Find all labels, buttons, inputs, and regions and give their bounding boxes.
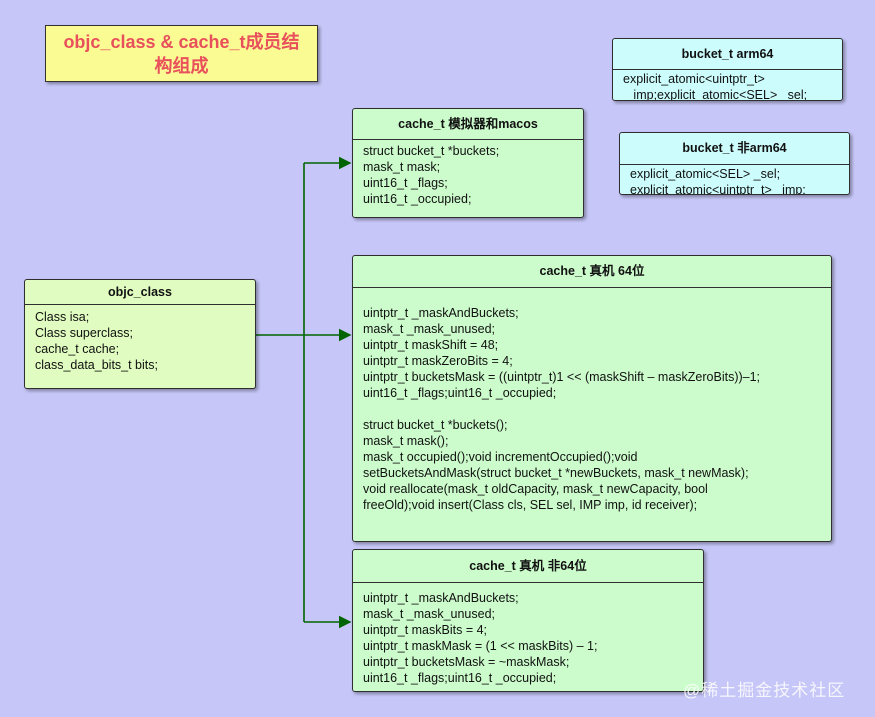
member-line: freeOld);void insert(Class cls, SEL sel,…	[363, 498, 698, 512]
watermark-text: @稀土掘金技术社区	[683, 681, 846, 700]
cache-64-members: uintptr_t _maskAndBuckets; mask_t _mask_…	[353, 288, 831, 517]
member-line: explicit_atomic<uintptr_t> _imp;	[630, 183, 806, 195]
member-line: setBucketsAndMask(struct bucket_t *newBu…	[363, 466, 749, 480]
cache-64-box: cache_t 真机 64位 uintptr_t _maskAndBuckets…	[352, 255, 832, 542]
objc-class-members: Class isa; Class superclass; cache_t cac…	[25, 305, 255, 377]
bucket-arm64-box: bucket_t arm64 explicit_atomic<uintptr_t…	[612, 38, 843, 101]
bucket-non-arm64-box: bucket_t 非arm64 explicit_atomic<SEL> _se…	[619, 132, 850, 195]
member-line: uintptr_t maskMask = (1 << maskBits) – 1…	[363, 639, 598, 653]
member-line: uintptr_t maskBits = 4;	[363, 623, 488, 637]
member-line: uint16_t _flags;uint16_t _occupied;	[363, 386, 557, 400]
cache-sim-members: struct bucket_t *buckets; mask_t mask; u…	[353, 140, 583, 210]
member-line: uintptr_t bucketsMask = ~maskMask;	[363, 655, 570, 669]
cache-non64-header: cache_t 真机 非64位	[353, 550, 703, 583]
cache-sim-box: cache_t 模拟器和macos struct bucket_t *bucke…	[352, 108, 584, 218]
member-line: _imp;explicit_atomic<SEL> _sel;	[623, 88, 808, 101]
cache-non64-box: cache_t 真机 非64位 uintptr_t _maskAndBucket…	[352, 549, 704, 692]
member-line: explicit_atomic<uintptr_t>	[623, 72, 765, 86]
objc-class-header: objc_class	[25, 280, 255, 305]
member-line: uint16_t _flags;	[363, 176, 448, 190]
member-line: uintptr_t _maskAndBuckets;	[363, 591, 519, 605]
member-line-blank	[363, 401, 821, 417]
member-line: mask_t mask();	[363, 434, 449, 448]
member-line: uintptr_t _maskAndBuckets;	[363, 306, 519, 320]
bucket-arm64-members: explicit_atomic<uintptr_t> _imp;explicit…	[613, 70, 842, 101]
member-line: void reallocate(mask_t oldCapacity, mask…	[363, 482, 708, 496]
member-line: explicit_atomic<SEL> _sel;	[630, 167, 781, 181]
diagram-title-text: objc_class & cache_t成员结构组成	[63, 31, 300, 76]
member-line: Class isa;	[35, 310, 90, 324]
bucket-arm64-header: bucket_t arm64	[613, 39, 842, 70]
member-line: struct bucket_t *buckets;	[363, 144, 500, 158]
connector-trunk	[255, 163, 305, 622]
member-line: Class superclass;	[35, 326, 133, 340]
bucket-non-arm64-header: bucket_t 非arm64	[620, 133, 849, 165]
cache-sim-header: cache_t 模拟器和macos	[353, 109, 583, 140]
member-line: mask_t mask;	[363, 160, 441, 174]
member-line: mask_t _mask_unused;	[363, 607, 496, 621]
member-line: cache_t cache;	[35, 342, 120, 356]
bucket-non-arm64-members: explicit_atomic<SEL> _sel; explicit_atom…	[620, 165, 849, 195]
member-line: uint16_t _flags;uint16_t _occupied;	[363, 671, 557, 685]
diagram-title: objc_class & cache_t成员结构组成	[45, 25, 318, 82]
member-line: mask_t occupied();void incrementOccupied…	[363, 450, 638, 464]
member-line: uintptr_t maskShift = 48;	[363, 338, 499, 352]
member-line: class_data_bits_t bits;	[35, 358, 158, 372]
member-line: struct bucket_t *buckets();	[363, 418, 508, 432]
cache-64-header: cache_t 真机 64位	[353, 256, 831, 288]
objc-class-box: objc_class Class isa; Class superclass; …	[24, 279, 256, 389]
cache-non64-members: uintptr_t _maskAndBuckets; mask_t _mask_…	[353, 583, 703, 690]
member-line: uintptr_t bucketsMask = ((uintptr_t)1 <<…	[363, 370, 761, 384]
member-line: mask_t _mask_unused;	[363, 322, 496, 336]
member-line: uintptr_t maskZeroBits = 4;	[363, 354, 513, 368]
member-line: uint16_t _occupied;	[363, 192, 472, 206]
